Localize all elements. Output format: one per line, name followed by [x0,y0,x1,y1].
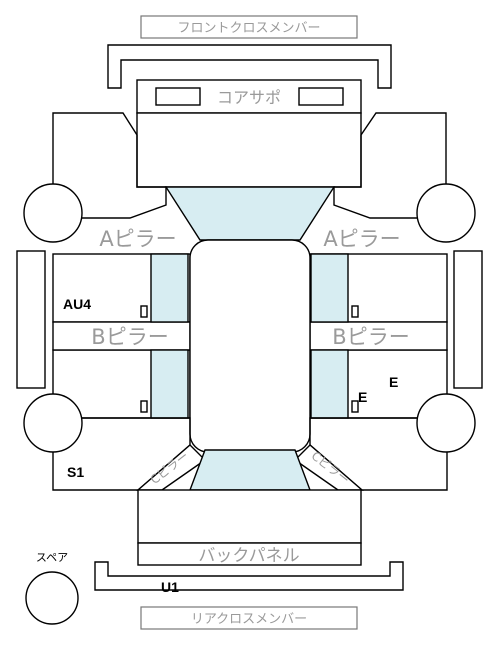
windshield-glass [164,186,336,241]
front-cross-member [107,44,392,89]
rear-cross-member-box [140,606,358,630]
mark-s1: S1 [67,464,84,480]
back-panel-box [137,542,362,566]
mark-u1: U1 [161,579,179,595]
core-support-label: コアサポ [217,88,281,107]
core-support-left-slot [155,87,201,106]
rear-left-wheel [23,393,83,453]
trunk-lid [137,489,362,544]
a-pillar-left-label: Aピラー [99,227,176,251]
rear-cross-member-label: リアクロスメンバー [191,612,307,627]
mark-e-upper: E [389,374,398,390]
rear-cross-member [94,561,404,591]
front-right-window [310,253,349,323]
rear-left-window [150,349,189,419]
hood-area [136,112,362,188]
b-pillar-left [52,321,191,351]
front-right-wheel [416,183,476,243]
spare-label: スペア [36,551,68,564]
front-left-door-handle [140,305,148,318]
rear-window-glass [188,449,312,491]
b-pillar-left-label: Bピラー [91,325,168,349]
roof [189,239,311,453]
a-pillar-right-label: Aピラー [323,227,400,251]
front-cross-member-box [140,15,358,39]
b-pillar-right-label: Bピラー [332,325,409,349]
spare-tire [25,571,79,625]
mark-au4: AU4 [63,296,91,312]
mark-e-lower: E [358,389,367,405]
rear-right-window [310,349,349,419]
rear-left-door-handle [140,400,148,413]
rear-right-door-handle [351,400,359,413]
front-left-wheel [23,183,83,243]
front-left-window [150,253,189,323]
front-cross-member-label: フロントクロスメンバー [177,21,320,36]
b-pillar-right [309,321,448,351]
right-rocker-panel [453,250,483,389]
left-rocker-panel [16,250,46,389]
core-support-right-slot [298,87,344,106]
front-right-door-handle [351,305,359,318]
rear-right-wheel [416,393,476,453]
back-panel-label: バックパネル [198,546,299,566]
